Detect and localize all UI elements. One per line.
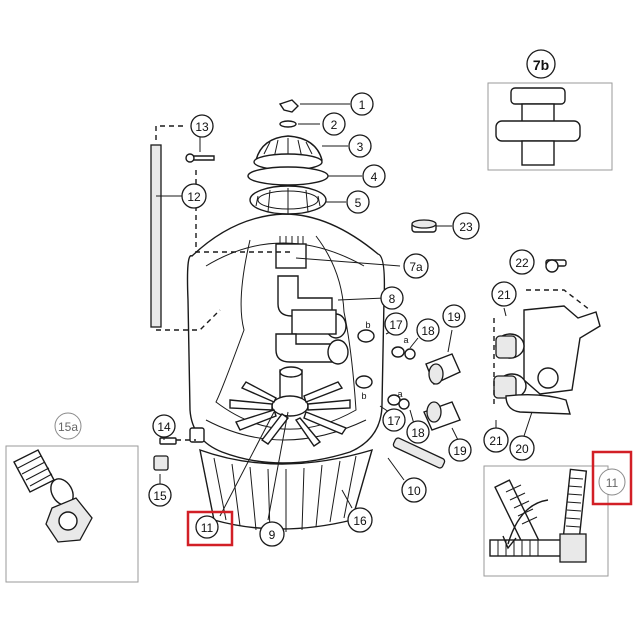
callout-23-label: 23 bbox=[459, 220, 473, 234]
callout-19-bottom-label: 19 bbox=[453, 444, 467, 458]
callout-14-label: 14 bbox=[157, 420, 171, 434]
callout-11-inset-label: 11 bbox=[606, 476, 619, 490]
callouts: 1 2 3 4 5 7a 8 9 10 11 12 13 14 15 16 17 bbox=[148, 92, 535, 547]
callout-7b-label: 7b bbox=[533, 57, 549, 73]
letter-a-top: a bbox=[403, 335, 408, 345]
callout-3-circle bbox=[348, 134, 372, 158]
part-1-vent bbox=[278, 99, 299, 113]
letter-b-bottom: b bbox=[361, 391, 366, 401]
callout-12-label: 12 bbox=[187, 190, 201, 204]
callout-18-bottom-circle bbox=[406, 420, 430, 444]
callout-15-label: 15 bbox=[153, 489, 167, 503]
highlight-box-11 bbox=[186, 510, 234, 547]
inset-15a-panel: 15a bbox=[5, 412, 139, 583]
callout-11-label: 11 bbox=[201, 521, 214, 535]
callout-17-bottom-circle bbox=[382, 408, 406, 432]
callout-5-label: 5 bbox=[355, 196, 362, 210]
callout-18-bottom-label: 18 bbox=[411, 426, 425, 440]
callout-2-circle bbox=[322, 112, 346, 136]
part-10-tube bbox=[392, 437, 446, 469]
callout-18-top-circle bbox=[416, 318, 440, 342]
callout-11-inset-circle bbox=[598, 468, 626, 496]
callout-10-label: 10 bbox=[407, 484, 421, 498]
callout-1-circle bbox=[350, 92, 374, 116]
part-4-ring bbox=[247, 166, 329, 186]
callout-19-bottom-circle bbox=[448, 438, 472, 462]
callout-7b-circle bbox=[526, 49, 556, 79]
callout-17-bottom-label: 17 bbox=[387, 414, 401, 428]
callout-13-label: 13 bbox=[195, 120, 209, 134]
connector-parts bbox=[355, 329, 461, 431]
callout-11-circle bbox=[195, 515, 219, 539]
callout-8-circle bbox=[380, 286, 404, 310]
callout-23-circle bbox=[452, 212, 480, 240]
part-12-tube bbox=[150, 144, 162, 328]
callout-9-circle bbox=[259, 521, 285, 547]
callout-14-circle bbox=[152, 414, 176, 438]
callout-9-label: 9 bbox=[269, 528, 276, 542]
callout-4-label: 4 bbox=[371, 170, 378, 184]
laterals-hub bbox=[229, 381, 351, 447]
drain-fittings bbox=[153, 437, 196, 471]
callout-2-label: 2 bbox=[331, 118, 338, 132]
callout-21-bottom-label: 21 bbox=[489, 434, 503, 448]
callout-16-circle bbox=[347, 507, 373, 533]
inset-7b-panel: 7b bbox=[487, 49, 613, 171]
letter-b-top: b bbox=[365, 320, 370, 330]
callout-22-circle bbox=[509, 249, 535, 275]
callout-3-label: 3 bbox=[357, 140, 364, 154]
drain-plug-drawing bbox=[13, 449, 93, 543]
callout-18-top-label: 18 bbox=[421, 324, 435, 338]
callout-19-top-label: 19 bbox=[447, 310, 461, 324]
part-14-fitting bbox=[159, 437, 177, 445]
inset-lateral-panel: 11 bbox=[483, 450, 633, 577]
part-7b-drawing bbox=[495, 87, 581, 166]
callout-1-label: 1 bbox=[359, 98, 366, 112]
lid-assembly bbox=[247, 99, 329, 215]
multiport-valve bbox=[411, 219, 601, 415]
callout-4-circle bbox=[362, 164, 386, 188]
lateral-drawing bbox=[489, 468, 588, 563]
part-2-oring bbox=[279, 120, 297, 128]
callout-10-circle bbox=[401, 477, 427, 503]
callout-15-circle bbox=[148, 483, 172, 507]
callout-20-label: 20 bbox=[515, 442, 529, 456]
highlight-box-inset-11 bbox=[591, 450, 633, 506]
letter-a-bottom: a bbox=[397, 389, 402, 399]
callout-15a-label: 15a bbox=[58, 420, 78, 434]
callout-17-top-circle bbox=[384, 312, 408, 336]
callout-21-bottom-circle bbox=[483, 427, 509, 453]
callout-13-circle bbox=[190, 114, 214, 138]
callout-17-top-label: 17 bbox=[389, 318, 403, 332]
callout-21-top-circle bbox=[491, 281, 517, 307]
callout-22-label: 22 bbox=[515, 256, 529, 270]
callout-5-circle bbox=[346, 190, 370, 214]
callout-7a-label: 7a bbox=[409, 260, 423, 274]
callout-8-label: 8 bbox=[389, 292, 396, 306]
callout-7a-circle bbox=[403, 253, 429, 279]
part-15-plug bbox=[153, 455, 169, 471]
callout-15a-circle bbox=[54, 412, 82, 440]
callout-16-label: 16 bbox=[353, 514, 367, 528]
callout-12-circle bbox=[181, 183, 207, 209]
callout-19-top-circle bbox=[442, 304, 466, 328]
callout-20-circle bbox=[509, 435, 535, 461]
callout-21-top-label: 21 bbox=[497, 288, 511, 302]
